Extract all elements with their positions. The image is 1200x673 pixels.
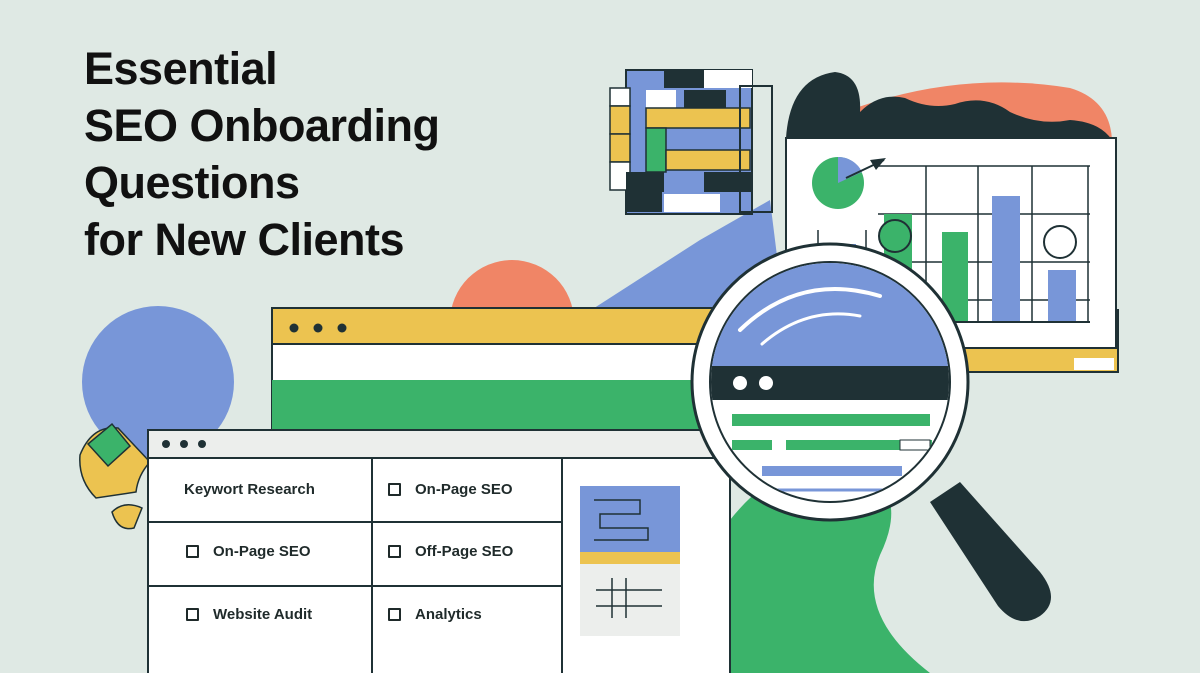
checkbox-icon bbox=[186, 608, 199, 621]
checkbox-icon bbox=[388, 608, 401, 621]
window-dot bbox=[337, 323, 347, 333]
checklist-item-label: Off-Page SEO bbox=[415, 543, 514, 560]
window-dot bbox=[180, 440, 188, 448]
headline-line: for New Clients bbox=[84, 214, 405, 265]
checklist-item: On-Page SEO bbox=[388, 481, 513, 498]
checkbox-icon bbox=[186, 545, 199, 558]
color-arc-icon bbox=[79, 422, 152, 530]
headline: Essential SEO Onboarding Questions for N… bbox=[84, 40, 440, 268]
layout-thumbnail-icon bbox=[580, 486, 680, 636]
window-dot bbox=[313, 323, 323, 333]
checkbox-icon bbox=[388, 545, 401, 558]
checklist-item-label: Website Audit bbox=[213, 606, 313, 623]
headline-line: SEO Onboarding bbox=[84, 100, 440, 151]
dark-wave bbox=[786, 72, 1112, 140]
window-dot bbox=[289, 323, 299, 333]
headline-line: Questions bbox=[84, 157, 300, 208]
window-dot bbox=[198, 440, 206, 448]
checklist-item-label: On-Page SEO bbox=[415, 481, 513, 498]
checklist-item: On-Page SEO bbox=[186, 543, 311, 560]
headline-line: Essential bbox=[84, 43, 278, 94]
grid-icon bbox=[596, 578, 662, 618]
pie-chart-icon bbox=[812, 156, 886, 209]
magnifier-icon bbox=[690, 242, 1051, 622]
grid-puzzle-icon bbox=[609, 69, 773, 215]
checklist-item: Website Audit bbox=[186, 606, 312, 623]
checklist-item-label: Analytics bbox=[415, 606, 482, 623]
checkbox-icon bbox=[388, 483, 401, 496]
blue-circle bbox=[82, 306, 234, 458]
checklist-item-label: Keywort Research bbox=[184, 481, 315, 498]
checklist-item-label: On-Page SEO bbox=[213, 543, 311, 560]
checklist-item: Off-Page SEO bbox=[388, 543, 513, 560]
checklist-item: Analytics bbox=[388, 606, 482, 623]
green-wave bbox=[730, 463, 930, 673]
checklist-item: Keywort Research bbox=[184, 481, 315, 498]
window-dot bbox=[162, 440, 170, 448]
back-browser-window bbox=[271, 307, 733, 447]
checklist-window bbox=[147, 429, 731, 673]
